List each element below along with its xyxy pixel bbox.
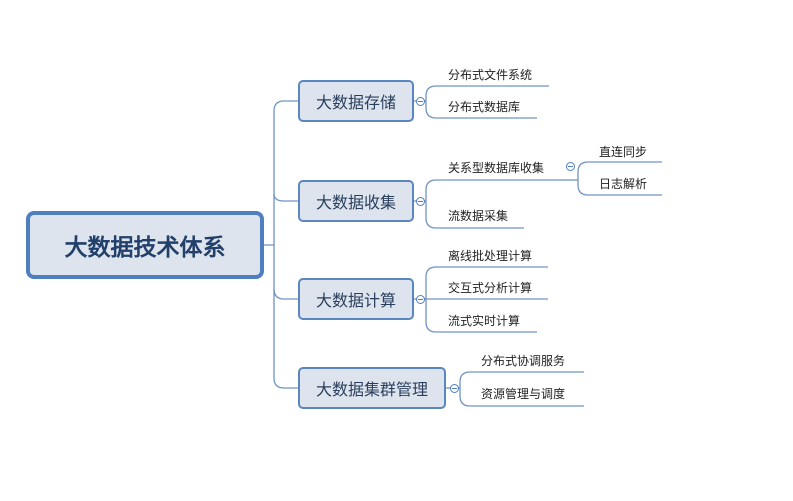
subtopic-item[interactable]: 分布式数据库 (448, 100, 521, 114)
topic-collection[interactable]: 大数据收集 (298, 180, 414, 222)
collapse-toggle-icon[interactable] (566, 162, 575, 171)
collapse-toggle-icon[interactable] (416, 197, 425, 206)
subtopic-item[interactable]: 直连同步 (599, 145, 648, 159)
collapse-toggle-icon[interactable] (416, 97, 425, 106)
subtopic-item[interactable]: 资源管理与调度 (481, 387, 566, 401)
topic-computing[interactable]: 大数据计算 (298, 278, 414, 320)
subtopic-item[interactable]: 日志解析 (599, 177, 648, 191)
topic-storage[interactable]: 大数据存储 (298, 80, 414, 122)
subtopic-item[interactable]: 流数据采集 (448, 209, 509, 223)
subtopic-item[interactable]: 分布式协调服务 (481, 354, 566, 368)
collapse-toggle-icon[interactable] (416, 295, 425, 304)
collapse-toggle-icon[interactable] (450, 384, 459, 393)
topic-cluster-management[interactable]: 大数据集群管理 (298, 367, 446, 409)
root-topic[interactable]: 大数据技术体系 (26, 211, 264, 279)
subtopic-item[interactable]: 离线批处理计算 (448, 249, 533, 263)
subtopic-item[interactable]: 流式实时计算 (448, 314, 521, 328)
subtopic-item[interactable]: 关系型数据库收集 (448, 161, 545, 175)
subtopic-item[interactable]: 分布式文件系统 (448, 68, 533, 82)
subtopic-item[interactable]: 交互式分析计算 (448, 281, 533, 295)
